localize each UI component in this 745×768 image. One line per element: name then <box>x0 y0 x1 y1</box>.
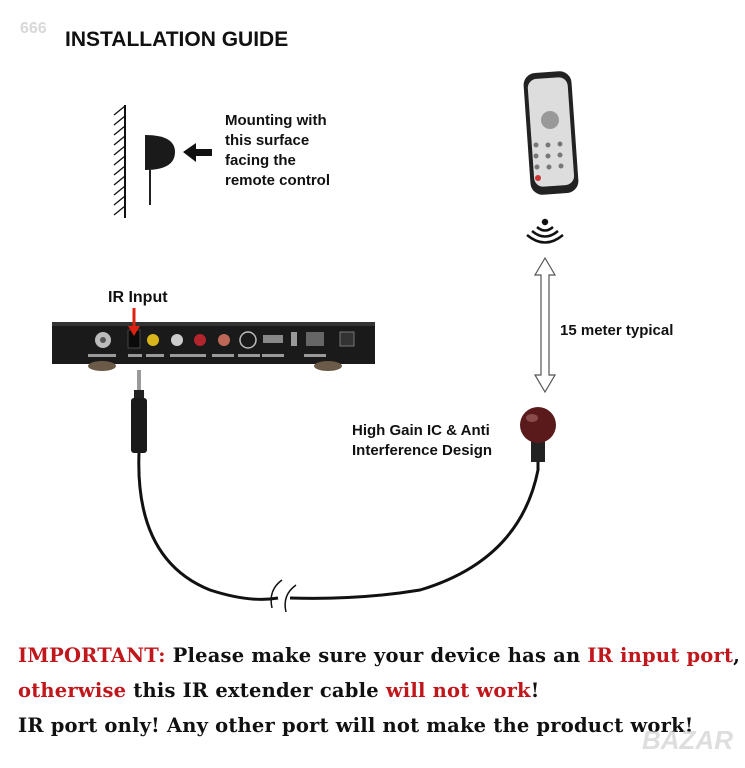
signal-waves-icon <box>526 218 564 244</box>
notice-line-3: IR port only! Any other port will not ma… <box>18 714 694 737</box>
notice-text: Please make sure your device has an <box>165 644 588 667</box>
sensor-label-line: High Gain IC & Anti <box>352 422 490 439</box>
page-title: INSTALLATION GUIDE <box>65 28 289 51</box>
notice-highlight: IR input port <box>587 644 734 667</box>
notice-highlight: otherwise <box>18 679 127 702</box>
left-arrow-icon <box>183 143 212 162</box>
wall-sensor-icon <box>145 135 175 205</box>
mounting-line: Mounting with <box>225 112 327 129</box>
sensor-label: High Gain IC & Anti Interference Design <box>352 421 492 461</box>
important-label: IMPORTANT: <box>18 644 166 667</box>
notice-line-2: otherwise this IR extender cable will no… <box>18 679 540 702</box>
mounting-line: facing the <box>225 152 296 169</box>
remote-control-icon <box>523 71 579 195</box>
sensor-label-line: Interference Design <box>352 442 493 459</box>
notice-text: , <box>733 644 741 667</box>
wall-icon <box>113 105 126 218</box>
watermark-number: 666 <box>20 20 47 37</box>
mounting-instructions: Mounting with this surface facing the re… <box>225 111 330 191</box>
ir-input-label: IR Input <box>108 289 168 306</box>
notice-text: ! <box>530 679 540 702</box>
bazar-logo: BAZAR <box>642 725 733 755</box>
notice-line-1: IMPORTANT: Please make sure your device … <box>18 644 740 667</box>
notice-text: this IR extender cable <box>126 679 386 702</box>
distance-label: 15 meter typical <box>560 322 674 339</box>
ir-input-pointer-arrow-icon <box>128 308 140 336</box>
mounting-line: this surface <box>225 132 310 149</box>
ir-extender-cable-icon <box>131 370 556 613</box>
distance-double-arrow-icon <box>533 256 557 394</box>
mounting-line: remote control <box>225 172 331 189</box>
notice-highlight: will not work <box>385 679 531 702</box>
set-top-box-icon <box>52 322 375 371</box>
